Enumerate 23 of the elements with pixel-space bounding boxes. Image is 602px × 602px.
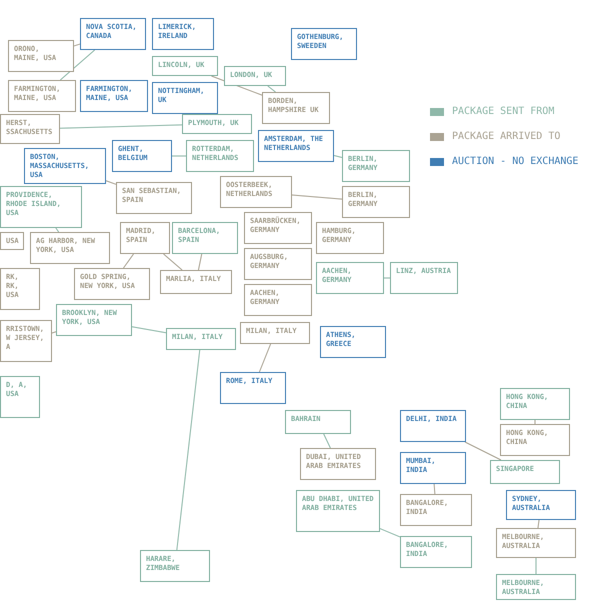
route-line: [106, 180, 116, 185]
route-line: [60, 50, 96, 80]
route-line: [198, 254, 202, 270]
route-line: [534, 420, 536, 424]
route-line: [434, 484, 436, 494]
route-line: [334, 155, 342, 158]
route-line: [132, 326, 166, 334]
route-line: [52, 331, 56, 334]
route-line: [176, 350, 200, 550]
route-line: [55, 228, 60, 232]
route-line: [323, 434, 331, 448]
legend-label: PACKAGE SENT FROM: [452, 106, 554, 117]
route-line: [60, 124, 182, 129]
route-line: [292, 194, 342, 200]
route-line: [122, 254, 134, 268]
legend-label: AUCTION - NO EXCHANGE: [452, 156, 578, 167]
route-line: [537, 520, 540, 528]
route-line: [267, 86, 276, 92]
route-line: [258, 344, 272, 372]
route-line: [163, 254, 183, 270]
route-line: [380, 528, 400, 538]
legend-label: PACKAGE ARRIVED TO: [452, 131, 560, 142]
route-line: [74, 44, 80, 46]
